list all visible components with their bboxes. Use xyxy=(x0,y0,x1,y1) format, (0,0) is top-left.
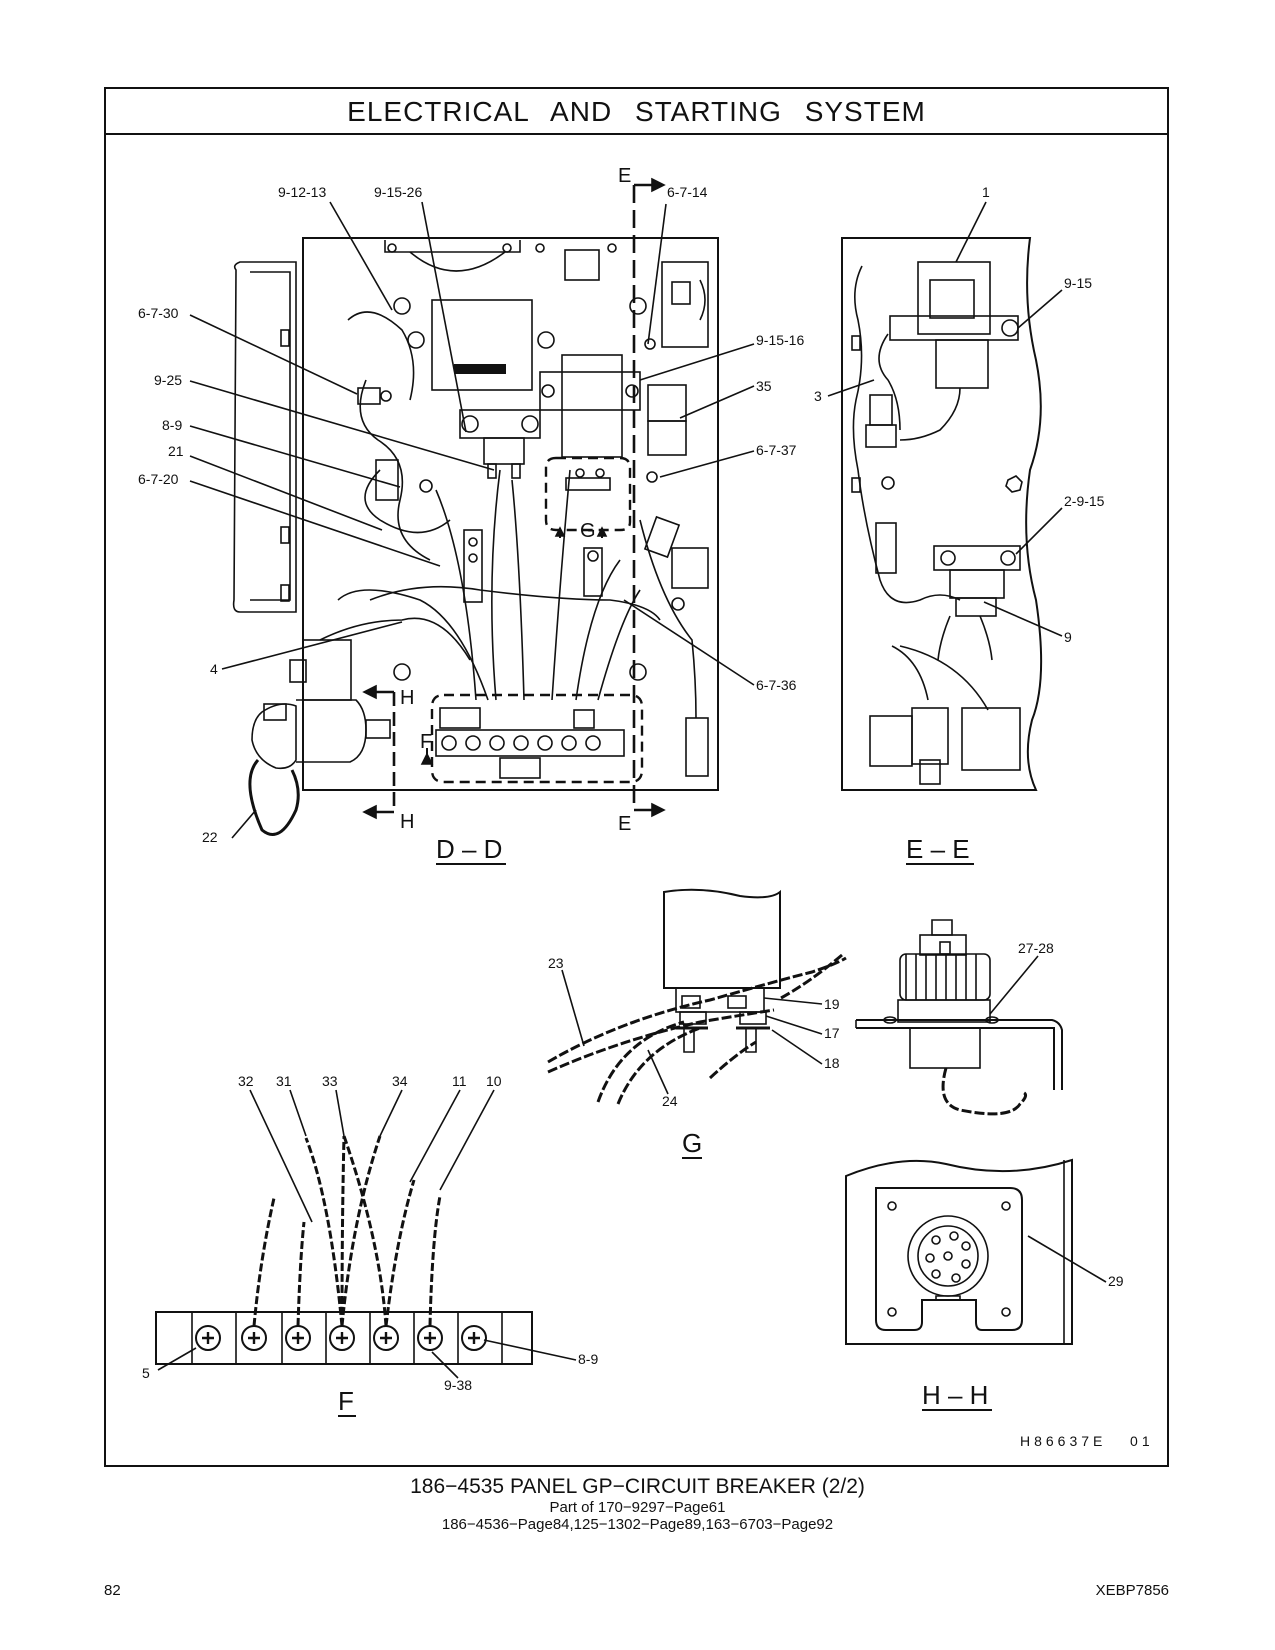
callout-label: 9-12-13 xyxy=(278,184,326,200)
callout-label: 35 xyxy=(756,378,772,394)
view-g-drawing xyxy=(547,888,847,1105)
view-label-f: F xyxy=(338,1386,354,1416)
callout-label: 1 xyxy=(982,184,990,200)
diagram-frame: ELECTRICAL AND STARTING SYSTEM xyxy=(104,87,1169,1467)
section-mark-h: H xyxy=(400,811,414,833)
callout-label: 21 xyxy=(168,443,184,459)
callout-label: 22 xyxy=(202,829,218,845)
callout-label: 8-9 xyxy=(578,1351,598,1367)
drawing-code: H86637E 01 xyxy=(1020,1433,1154,1449)
section-mark-f: F xyxy=(420,731,432,753)
callout-label: 9-15-26 xyxy=(374,184,422,200)
caption-title: 186−4535 PANEL GP−CIRCUIT BREAKER (2/2) xyxy=(410,1475,865,1498)
section-mark-e: E xyxy=(618,165,631,187)
view-ee-drawing xyxy=(827,201,1063,791)
callout-label: 19 xyxy=(824,996,840,1012)
callout-label: 9-15 xyxy=(1064,275,1092,291)
view-f-drawing xyxy=(155,1089,577,1379)
callout-label: 9-38 xyxy=(444,1377,472,1393)
callout-label: 33 xyxy=(322,1073,338,1089)
view-hh-drawing xyxy=(845,919,1107,1345)
callout-label: 29 xyxy=(1108,1273,1124,1289)
section-mark-g: G xyxy=(580,520,596,542)
callout-label: 9-15-16 xyxy=(756,332,804,348)
view-label-hh: H – H xyxy=(922,1380,988,1410)
callout-label: 27-28 xyxy=(1018,940,1054,956)
document-id: XEBP7856 xyxy=(1095,1582,1169,1599)
callout-label: 11 xyxy=(452,1073,467,1089)
view-label-dd: D – D xyxy=(436,834,502,864)
callout-label: 6-7-37 xyxy=(756,442,797,458)
page-number: 82 xyxy=(104,1582,121,1599)
callout-label: 23 xyxy=(548,955,564,971)
callout-label: 6-7-14 xyxy=(667,184,708,200)
callout-label: 17 xyxy=(824,1025,840,1041)
callout-label: 34 xyxy=(392,1073,408,1089)
callout-label: 32 xyxy=(238,1073,254,1089)
page-title: ELECTRICAL AND STARTING SYSTEM xyxy=(106,89,1167,135)
callout-label: 24 xyxy=(662,1093,678,1109)
callout-label: 6-7-30 xyxy=(138,305,179,321)
callout-label: 6-7-36 xyxy=(756,677,797,693)
section-mark-e: E xyxy=(618,813,631,835)
callout-label: 8-9 xyxy=(162,417,182,433)
callout-label: 18 xyxy=(824,1055,840,1071)
callout-label: 10 xyxy=(486,1073,502,1089)
callout-label: 3 xyxy=(814,388,822,404)
caption-part-of: Part of 170−9297−Page61 xyxy=(549,1499,726,1516)
section-mark-h: H xyxy=(400,687,414,709)
callout-label: 31 xyxy=(276,1073,292,1089)
callout-label: 6-7-20 xyxy=(138,471,179,487)
view-dd-drawing xyxy=(189,177,755,839)
callout-label: 4 xyxy=(210,661,218,677)
callout-label: 9-25 xyxy=(154,372,182,388)
callout-label: 9 xyxy=(1064,629,1072,645)
view-label-ee: E – E xyxy=(906,834,970,864)
callout-label: 5 xyxy=(142,1365,150,1381)
callout-label: 2-9-15 xyxy=(1064,493,1105,509)
caption-references: 186−4536−Page84,125−1302−Page89,163−6703… xyxy=(441,1516,834,1533)
view-label-g: G xyxy=(682,1128,702,1158)
